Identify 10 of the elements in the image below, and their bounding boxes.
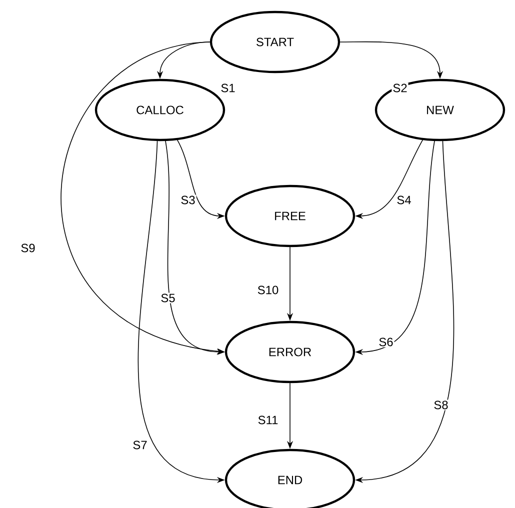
edge-label: S11 xyxy=(256,414,280,426)
edge-label: S8 xyxy=(432,400,450,410)
edge-label: S6 xyxy=(378,336,394,348)
edge-label: S7 xyxy=(132,440,148,450)
edge-label: S9 xyxy=(20,242,36,254)
edge-label: S5 xyxy=(160,292,176,304)
edge-label: S3 xyxy=(180,194,196,206)
edge-label: S4 xyxy=(396,194,412,206)
edge-label: S10 xyxy=(256,284,280,296)
edge-label: S2 xyxy=(392,82,408,94)
